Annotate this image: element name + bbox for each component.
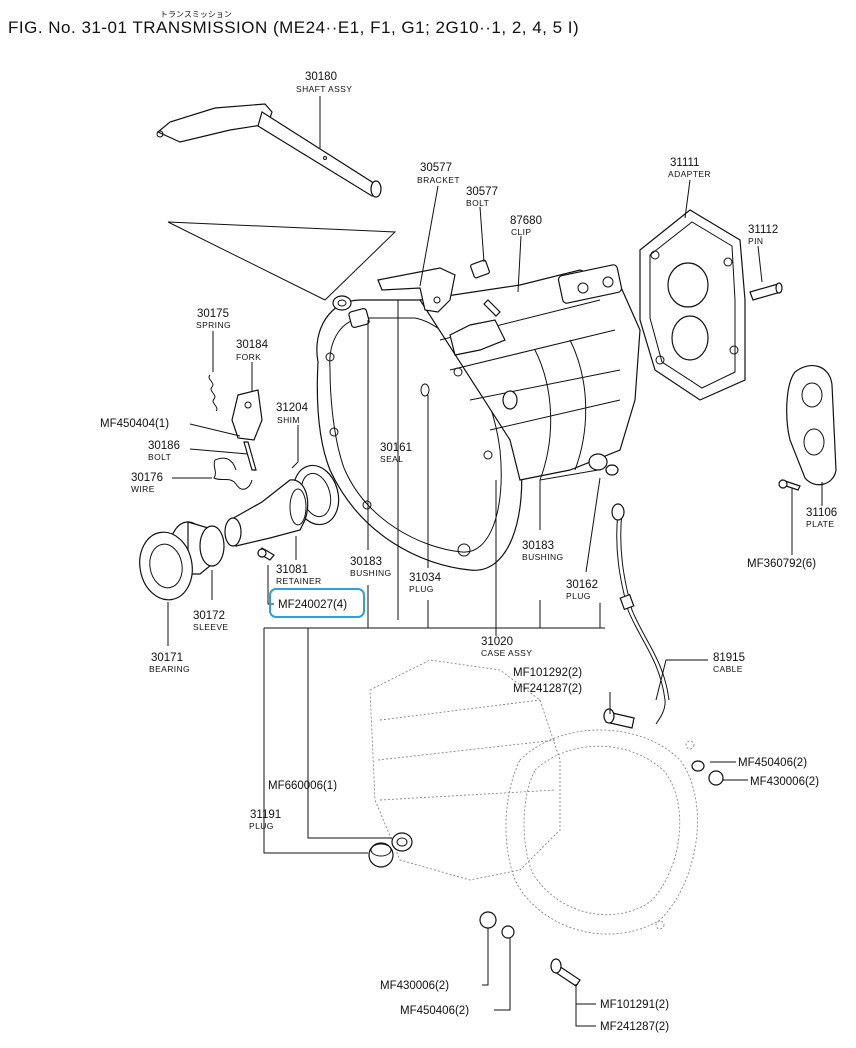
part-name-case-assy: CASE ASSY [481,648,532,658]
part-name-clip: CLIP [511,227,532,237]
shaft-assy-drawing [156,103,382,198]
part-name-plug-31034: PLUG [409,584,434,594]
part-number-87680: 87680 [510,215,542,227]
sleeve-bearing-drawing [139,521,225,601]
part-number-30186: 30186 [148,440,180,452]
part-number-MF241287-b: MF241287(2) [600,1021,669,1033]
retainer-drawing [224,464,340,561]
part-number-31034: 31034 [409,572,442,584]
fork-drawing [208,374,263,490]
figure-title-kana: トランスミッション [160,10,232,19]
part-number-30183-a: 30183 [350,556,382,568]
part-number-MF450406-a: MF450406(2) [738,757,807,769]
cable-drawing [611,503,670,725]
part-number-30184: 30184 [236,339,269,351]
part-number-30183-b: 30183 [522,540,554,552]
part-number-30161: 30161 [380,442,412,454]
part-number-MF660006: MF660006(1) [268,780,337,792]
part-number-30180: 30180 [305,71,337,83]
part-name-fork: FORK [236,352,261,362]
part-number-30171: 30171 [151,652,183,664]
part-name-plate: PLATE [806,519,834,529]
part-name-sleeve: SLEEVE [193,622,228,632]
leader-lines [167,96,823,1027]
part-number-30176: 30176 [131,472,163,484]
part-name-bracket: BRACKET [417,175,460,185]
shaft-connector-line-2 [167,221,326,301]
shaft-connector-line [167,221,397,301]
part-number-MF101292: MF101292(2) [513,667,582,679]
part-number-MF240027: MF240027(4) [278,599,347,611]
part-number-MF450404: MF450404(1) [100,418,169,430]
part-number-MF360792: MF360792(6) [747,558,816,570]
part-number-31020: 31020 [481,636,513,648]
part-name-cable: CABLE [713,664,743,674]
part-number-MF241287-a: MF241287(2) [513,683,582,695]
lower-case-ghost-drawing [369,659,698,935]
part-number-31111: 31111 [670,157,699,169]
part-name-bolt: BOLT [466,198,489,208]
highlight-box [269,588,365,618]
part-number-31112: 31112 [748,224,778,236]
part-name-bolt-30186: BOLT [148,452,171,462]
part-name-bearing: BEARING [149,664,190,674]
part-number-30577-bolt: 30577 [466,186,498,198]
part-number-31081: 31081 [276,564,308,576]
part-labels: 30180 SHAFT ASSY 30577 BRACKET 30577 BOL… [100,71,837,1033]
part-name-plug-31191: PLUG [249,821,274,831]
part-number-30577-bracket: 30577 [420,162,452,174]
part-name-shaft-assy: SHAFT ASSY [296,84,352,94]
upper-case-drawing [316,264,641,571]
part-name-seal: SEAL [380,454,403,464]
part-name-pin: PIN [748,236,763,246]
part-number-MF430006-b: MF430006(2) [380,980,449,992]
part-number-30175: 30175 [197,308,229,320]
adapter-drawing [639,209,783,401]
part-number-30172: 30172 [193,610,225,622]
part-name-retainer: RETAINER [276,576,322,586]
plate-drawing [778,364,837,491]
part-number-31204: 31204 [276,402,309,414]
part-name-adapter: ADAPTER [668,169,711,179]
part-number-MF101291: MF101291(2) [600,999,669,1011]
bracket-drawing [377,259,501,317]
part-number-81915: 81915 [713,652,745,664]
part-name-plug-30162: PLUG [566,591,591,601]
part-number-30162: 30162 [566,579,598,591]
part-name-wire: WIRE [131,484,155,494]
part-name-spring: SPRING [196,320,231,330]
lower-hardware-drawing [368,708,724,987]
part-name-shim: SHIM [277,415,300,425]
part-number-31106: 31106 [806,507,837,519]
part-number-MF450406-b: MF450406(2) [400,1005,469,1017]
part-name-bushing-a: BUSHING [350,568,392,578]
part-name-bushing-b: BUSHING [522,552,564,562]
figure-title: FIG. No. 31-01 TRANSMISSION (ME24··E1, F… [8,18,580,37]
part-number-MF430006-a: MF430006(2) [750,776,819,788]
part-number-31191: 31191 [250,809,281,821]
